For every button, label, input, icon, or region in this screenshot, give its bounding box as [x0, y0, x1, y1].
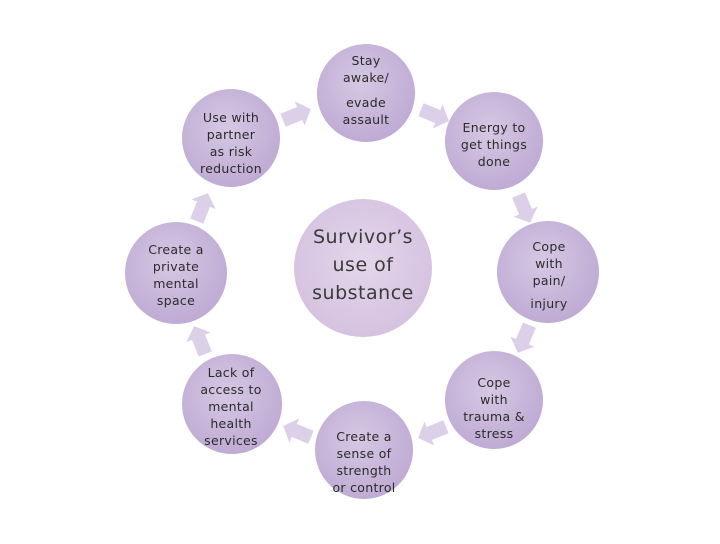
node-label-line: Cope	[532, 239, 566, 254]
node-label-line: Use with	[202, 110, 260, 125]
node-label-line: injury	[530, 296, 568, 311]
center-label: Survivor’s use of substance	[293, 223, 433, 307]
arrow-partner-to-stay	[280, 101, 311, 127]
node-label-line: with	[535, 256, 563, 271]
node-label-line: access to	[200, 382, 262, 397]
node-label-line: awake/	[342, 70, 390, 85]
node-label-energy: Energy to get things done	[444, 119, 544, 170]
arrow-pain-to-trauma	[510, 322, 536, 353]
node-label-line: with	[480, 392, 508, 407]
node-label-line: Stay	[351, 53, 381, 68]
node-circle-stay-awake	[317, 44, 415, 142]
node-label-line: as risk	[209, 144, 253, 159]
node-label-line: pain/	[532, 273, 566, 288]
node-label-line: stress	[474, 426, 514, 441]
arrow-energy-to-pain	[512, 192, 538, 223]
node-label-line: Create a	[148, 242, 204, 257]
node-label-line: Cope	[477, 375, 511, 390]
node-label-line: evade	[346, 95, 386, 110]
node-label-line: get things	[460, 137, 528, 152]
node-label-line: partner	[206, 127, 256, 142]
arrow-private-to-partner	[190, 193, 216, 224]
node-label-sense-strength: Create a sense of strength or control	[314, 428, 414, 496]
node-label-line: services	[204, 433, 258, 448]
center-label-line: use of	[332, 254, 394, 276]
node-circle-lack-access	[182, 354, 282, 454]
center-circle	[294, 199, 432, 337]
arrow-strength-to-access	[283, 418, 314, 444]
node-label-line: mental	[208, 399, 254, 414]
node-label-cope-pain: Cope with pain/ injury	[499, 238, 599, 312]
center-label-line: Survivor’s	[312, 226, 414, 248]
arrow-access-to-private	[186, 326, 212, 357]
node-circle-partner-risk	[182, 89, 280, 187]
node-label-line: strength	[336, 463, 392, 478]
node-label-line: sense of	[336, 446, 392, 461]
node-label-line: mental	[153, 276, 199, 291]
node-circle-cope-trauma	[445, 351, 543, 449]
node-label-line: Lack of	[207, 365, 255, 380]
node-label-line: reduction	[200, 161, 262, 176]
node-label-cope-trauma: Cope with trauma & stress	[444, 374, 544, 442]
node-circle-cope-pain	[497, 221, 599, 323]
node-label-stay-awake: Stay awake/ evade assault	[316, 52, 416, 128]
node-circle-sense-strength	[315, 401, 413, 499]
node-label-line: health	[210, 416, 252, 431]
node-label-line: Create a	[336, 429, 392, 444]
node-label-line: done	[477, 154, 511, 169]
center-label-line: substance	[312, 282, 414, 304]
node-label-lack-access: Lack of access to mental health services	[181, 364, 281, 449]
arrow-trauma-to-strength	[418, 420, 449, 446]
node-label-partner-risk: Use with partner as risk reduction	[181, 109, 281, 177]
node-label-private-space: Create a private mental space	[126, 241, 226, 309]
node-label-line: Energy to	[462, 120, 526, 135]
arrow-stay-to-energy	[418, 103, 449, 129]
node-circle-energy	[445, 92, 543, 190]
node-label-line: space	[156, 293, 196, 308]
node-label-line: or control	[332, 480, 396, 495]
node-label-line: trauma &	[463, 409, 525, 424]
node-label-line: private	[152, 259, 200, 274]
node-circle-private-space	[125, 222, 227, 324]
node-label-line: assault	[342, 112, 390, 127]
